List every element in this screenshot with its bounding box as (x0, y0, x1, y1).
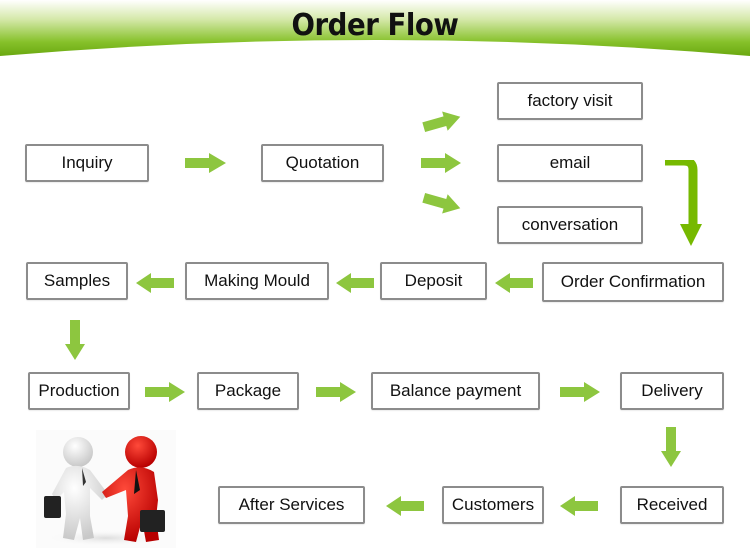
arrow-left-icon (560, 496, 598, 516)
page-title: Order Flow (291, 8, 459, 43)
step-package: Package (197, 372, 299, 410)
step-production: Production (28, 372, 130, 410)
step-order-confirmation: Order Confirmation (542, 262, 724, 302)
arrow-left-icon (386, 496, 424, 516)
arrow-down-right-icon (422, 192, 461, 214)
step-making-mould: Making Mould (185, 262, 329, 300)
arrow-left-icon (336, 273, 374, 293)
header-banner (0, 0, 750, 56)
arrow-down-icon (65, 320, 85, 360)
step-email: email (497, 144, 643, 182)
arrow-left-icon (495, 273, 533, 293)
step-after-services: After Services (218, 486, 365, 524)
handshake-figures-icon (36, 430, 176, 548)
arrow-right-icon (560, 382, 600, 402)
step-quotation: Quotation (261, 144, 384, 182)
step-factory-visit: factory visit (497, 82, 643, 120)
arrow-up-right-icon (422, 111, 461, 133)
arrow-down-icon (661, 427, 681, 467)
step-deposit: Deposit (380, 262, 487, 300)
step-delivery: Delivery (620, 372, 724, 410)
arrow-turn-down-icon (665, 160, 702, 246)
step-customers: Customers (442, 486, 544, 524)
arrow-right-icon (185, 153, 226, 173)
arrow-right-icon (421, 153, 461, 173)
step-balance-payment: Balance payment (371, 372, 540, 410)
arrow-right-icon (145, 382, 185, 402)
arrow-left-icon (136, 273, 174, 293)
step-inquiry: Inquiry (25, 144, 149, 182)
step-received: Received (620, 486, 724, 524)
step-samples: Samples (26, 262, 128, 300)
arrow-right-icon (316, 382, 356, 402)
step-conversation: conversation (497, 206, 643, 244)
